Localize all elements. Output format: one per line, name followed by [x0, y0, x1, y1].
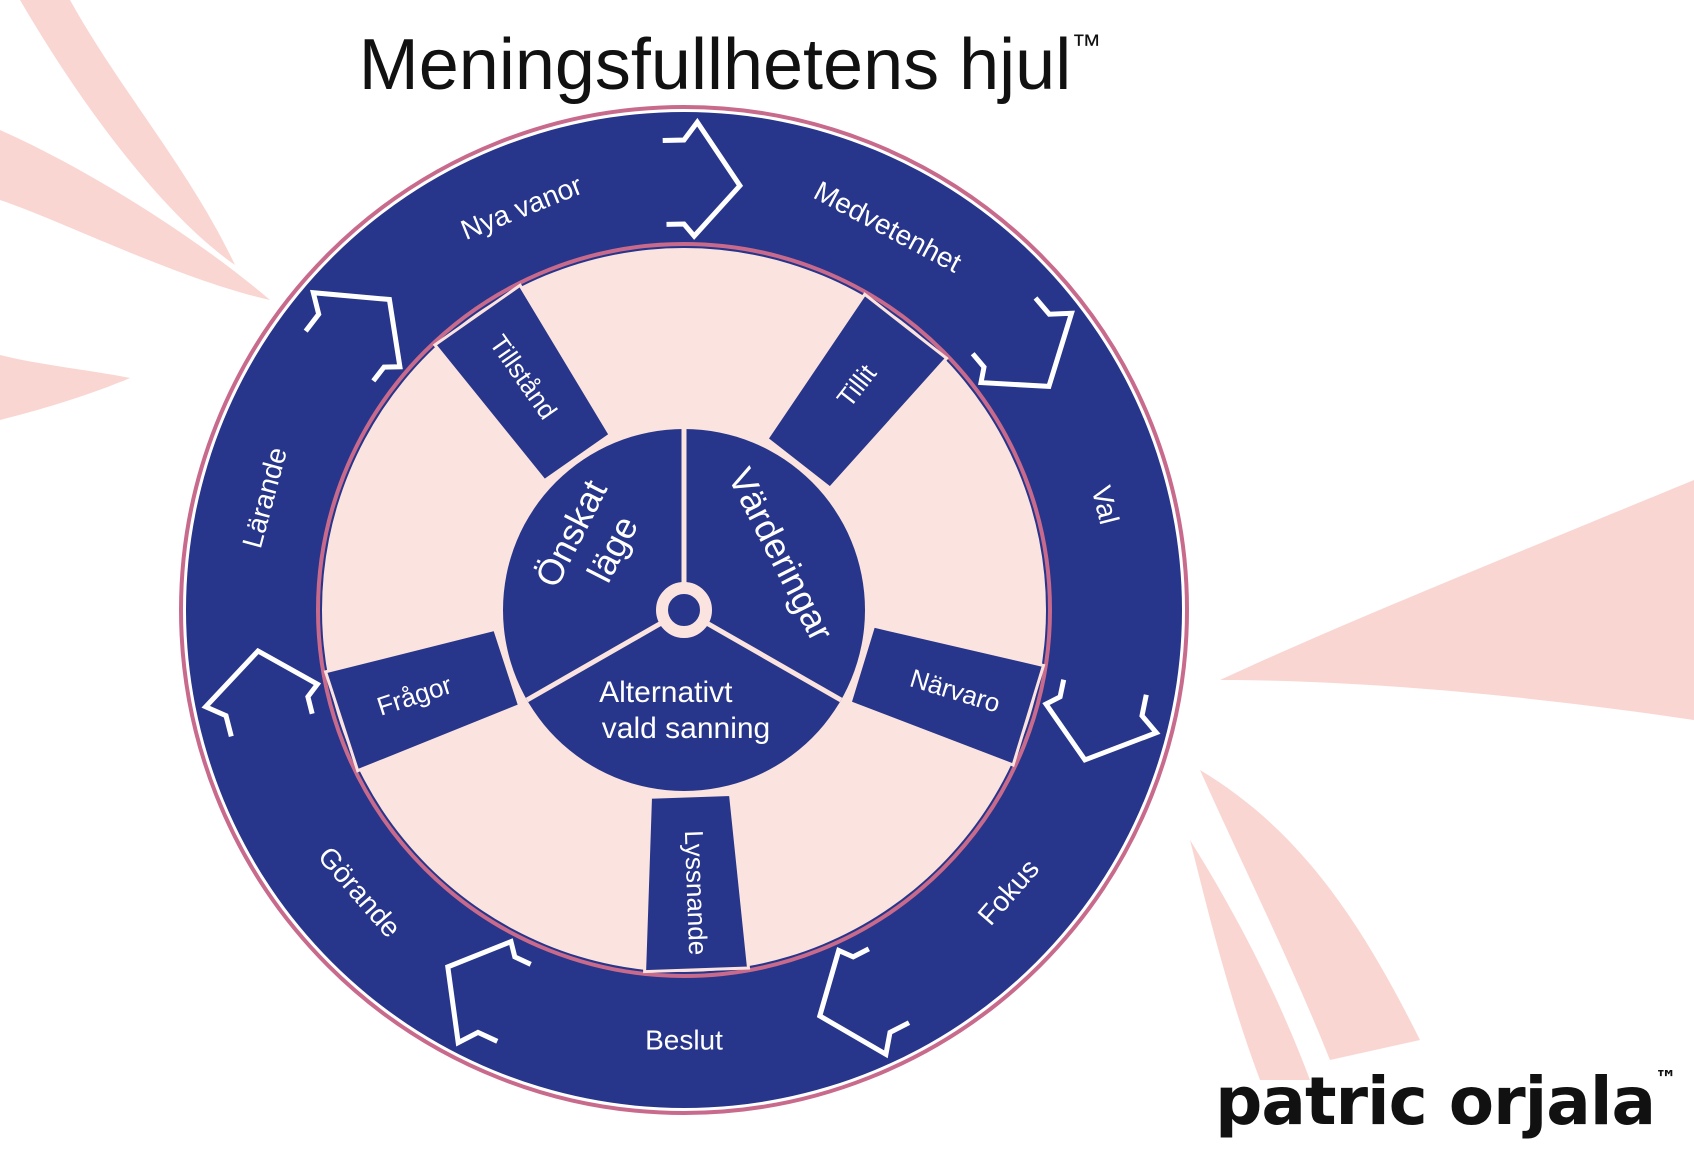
inner-disc-border — [316, 242, 1052, 978]
ring-arrow-icon — [970, 296, 1075, 390]
background-petal — [1220, 480, 1694, 720]
ring-arrow-icon — [303, 289, 403, 383]
hub-label-alternative-truth: Alternativt vald sanning — [599, 676, 770, 745]
ring-arrows — [201, 117, 1161, 1059]
ring-arrow-icon — [201, 647, 322, 738]
ring-arrow-icon — [445, 938, 532, 1047]
background-petal — [0, 355, 130, 420]
brand-logo: patric orjala™ — [1215, 1063, 1677, 1140]
page-title: Meningsfullhetens hjul™ — [358, 25, 1102, 105]
spoke-block — [643, 792, 751, 974]
ring-arrow-icon — [1042, 679, 1161, 763]
hub-center-ring — [656, 582, 712, 638]
background-petal — [20, 0, 235, 265]
spoke-block — [764, 292, 949, 491]
ring-arrow-icon — [816, 946, 911, 1059]
spoke-block — [323, 627, 522, 773]
background-petals — [0, 0, 1694, 1080]
ring-arrow-icon — [662, 117, 744, 240]
outer-ring-border — [179, 105, 1189, 1115]
background-petal — [1200, 770, 1420, 1060]
hub-divider — [525, 607, 686, 703]
spoke-block — [432, 283, 613, 483]
background-petal — [0, 130, 270, 300]
background-petal — [1190, 840, 1310, 1080]
spoke-block — [848, 624, 1046, 767]
hub-divider — [682, 607, 843, 703]
hub: Önskat läge Värderingar Alternativt vald… — [503, 429, 865, 791]
ring-label: Beslut — [645, 1024, 723, 1055]
spoke-label: Lyssnande — [679, 830, 713, 956]
